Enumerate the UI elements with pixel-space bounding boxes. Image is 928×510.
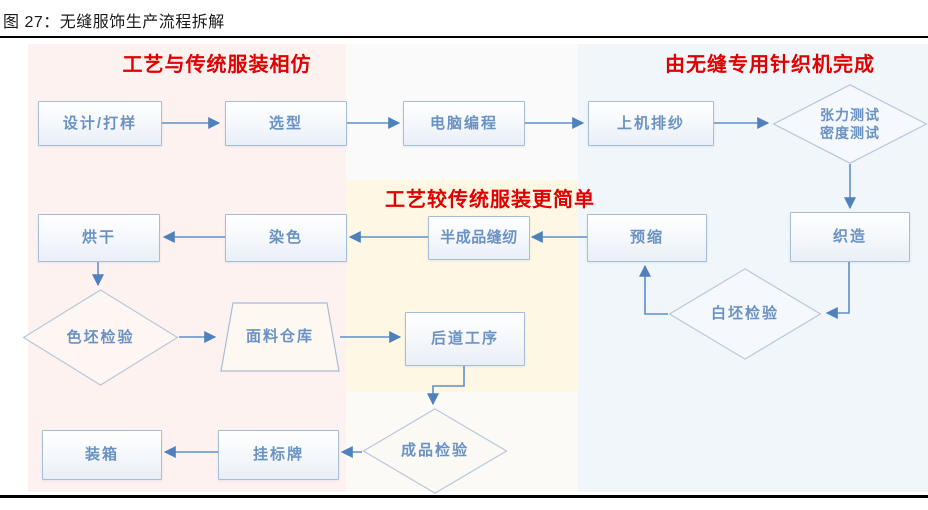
- node-finished-inspection: 成品检验: [362, 408, 508, 494]
- node-semi-finished-sewing: 半成品缝纫: [428, 216, 530, 260]
- node-tagging: 挂标牌: [218, 430, 339, 480]
- edge-weaving-to-grey-inspection: [825, 260, 850, 319]
- trapezoid-shape-icon: [220, 302, 340, 372]
- annotation-seamless-machine: 由无缝专用针织机完成: [665, 54, 875, 76]
- node-yarn-setup: 上机排纱: [588, 101, 714, 146]
- node-drying: 烘干: [38, 214, 160, 262]
- node-dyeing: 染色: [225, 214, 347, 262]
- diamond-shape-icon: [668, 268, 822, 360]
- diamond-shape-icon: [22, 289, 179, 386]
- node-dyed-fabric-inspection: 色坯检验: [22, 289, 179, 386]
- tension-test-line1: 张力测试: [820, 106, 880, 123]
- node-grey-fabric-inspection: 白坯检验: [668, 268, 822, 360]
- node-weaving: 织造: [790, 212, 910, 262]
- node-tension-density-test: 张力测试 密度测试: [772, 84, 928, 164]
- edge-finishing-to-finished-inspection: [427, 364, 465, 406]
- annotation-simpler-process: 工艺较传统服装更简单: [385, 189, 595, 211]
- annotation-traditional-similar: 工艺与传统服装相仿: [122, 54, 312, 76]
- node-selection: 选型: [225, 101, 347, 146]
- figure-title: 图 27：无缝服饰生产流程拆解: [3, 14, 225, 31]
- node-packing: 装箱: [42, 430, 162, 480]
- node-design: 设计/打样: [38, 101, 162, 146]
- diamond-shape-icon: [362, 408, 508, 494]
- bottom-border: [0, 495, 928, 498]
- node-finishing-process: 后道工序: [405, 312, 525, 366]
- node-preshrink: 预缩: [587, 214, 707, 262]
- node-programming: 电脑编程: [403, 101, 525, 146]
- tension-test-line2: 密度测试: [820, 125, 880, 141]
- diamond-shape-icon: [772, 84, 928, 164]
- title-divider: [0, 36, 928, 38]
- node-fabric-warehouse: 面料仓库: [220, 302, 340, 372]
- edge-grey-inspection-to-preshrink: [639, 264, 668, 315]
